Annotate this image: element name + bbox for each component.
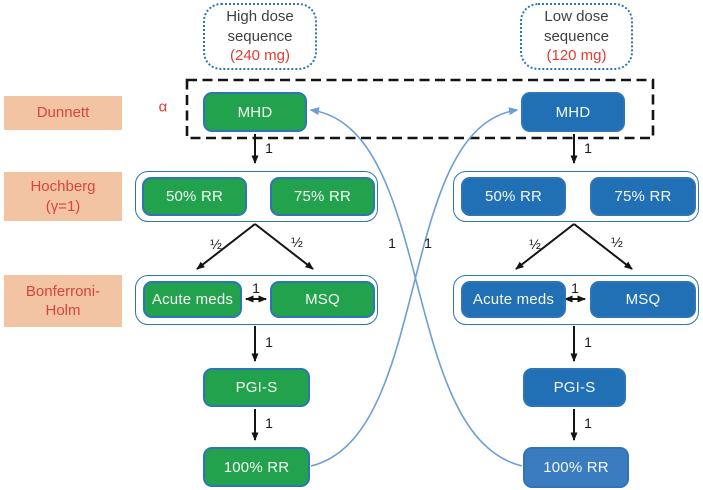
node-pgis-high-label: PGI-S — [235, 379, 278, 396]
node-acute-meds-low: Acute meds — [461, 281, 566, 318]
weight-one-high-pgis: 1 — [265, 334, 273, 350]
row-label-dunnett-text: Dunnett — [36, 104, 90, 122]
node-acute-meds-low-label: Acute meds — [472, 291, 555, 308]
node-rr75-high-label: 75% RR — [293, 188, 352, 205]
node-rr75-low-label: 75% RR — [614, 188, 672, 205]
arrow-low-split-right — [573, 223, 633, 270]
header-low-dose-sequence: Low dose sequence (120 mg) — [520, 3, 633, 70]
weight-one-high-mhd: 1 — [265, 140, 273, 156]
header-high-line2: sequence — [227, 27, 293, 45]
node-acute-meds-high-label: Acute meds — [151, 291, 234, 308]
node-rr100-high: 100% RR — [203, 447, 310, 487]
row-label-hochberg: Hochberg (γ=1) — [4, 172, 122, 221]
node-rr75-low: 75% RR — [590, 177, 696, 216]
header-low-line2: sequence — [543, 27, 610, 45]
row-label-dunnett: Dunnett — [4, 96, 122, 130]
weight-half-low-right: ½ — [611, 234, 623, 250]
row-label-hochberg-line2: (γ=1) — [45, 197, 81, 215]
node-rr100-high-label: 100% RR — [223, 458, 290, 476]
node-rr100-low-label: 100% RR — [543, 459, 609, 476]
weight-one-low-rr100: 1 — [584, 415, 592, 431]
header-high-dose-sequence: High dose sequence (240 mg) — [203, 3, 317, 70]
node-pgis-high: PGI-S — [203, 368, 310, 407]
weight-one-cross-right: 1 — [424, 235, 432, 251]
weight-one-low-bidirectional: 1 — [571, 280, 579, 296]
node-mhd-high: MHD — [203, 92, 307, 132]
node-pgis-low-label: PGI-S — [553, 379, 596, 396]
header-low-line1: Low dose — [544, 7, 609, 25]
header-high-line1: High dose — [226, 7, 294, 25]
arrow-low-split-left — [515, 223, 575, 270]
weight-one-high-bidirectional: 1 — [252, 280, 260, 296]
node-rr50-low-label: 50% RR — [484, 188, 543, 205]
weight-one-low-mhd: 1 — [584, 140, 592, 156]
weight-one-cross-left: 1 — [388, 235, 396, 251]
node-rr50-high: 50% RR — [142, 177, 247, 216]
node-msq-high: MSQ — [270, 281, 375, 318]
node-acute-meds-high: Acute meds — [143, 281, 242, 318]
header-high-dose-amount: (240 mg) — [229, 47, 291, 65]
node-rr75-high: 75% RR — [270, 177, 375, 216]
node-rr100-low: 100% RR — [523, 447, 629, 488]
weight-one-low-pgis: 1 — [584, 334, 592, 350]
weight-half-high-right: ½ — [291, 234, 303, 250]
row-label-bonferroni-line1: Bonferroni- — [25, 282, 101, 300]
arrow-high-split-left — [196, 223, 256, 270]
row-label-bonferroni-line2: Holm — [45, 302, 81, 319]
weight-alpha: α — [158, 98, 168, 116]
node-mhd-low: MHD — [521, 92, 625, 132]
node-mhd-high-label: MHD — [237, 103, 273, 121]
header-low-dose-amount: (120 mg) — [546, 47, 607, 65]
row-label-bonferroni-holm: Bonferroni- Holm — [4, 275, 122, 327]
node-pgis-low: PGI-S — [523, 368, 626, 407]
weight-one-high-rr100: 1 — [265, 415, 273, 431]
node-mhd-low-label: MHD — [555, 103, 591, 121]
arrow-high-split-right — [254, 223, 314, 270]
node-rr50-high-label: 50% RR — [165, 188, 224, 205]
weight-half-high-left: ½ — [210, 236, 222, 252]
node-rr50-low: 50% RR — [461, 177, 566, 216]
row-label-hochberg-line1: Hochberg — [30, 178, 96, 195]
weight-half-low-left: ½ — [529, 236, 541, 252]
node-msq-low-label: MSQ — [625, 291, 661, 308]
node-msq-high-label: MSQ — [305, 291, 340, 308]
node-msq-low: MSQ — [590, 281, 696, 318]
